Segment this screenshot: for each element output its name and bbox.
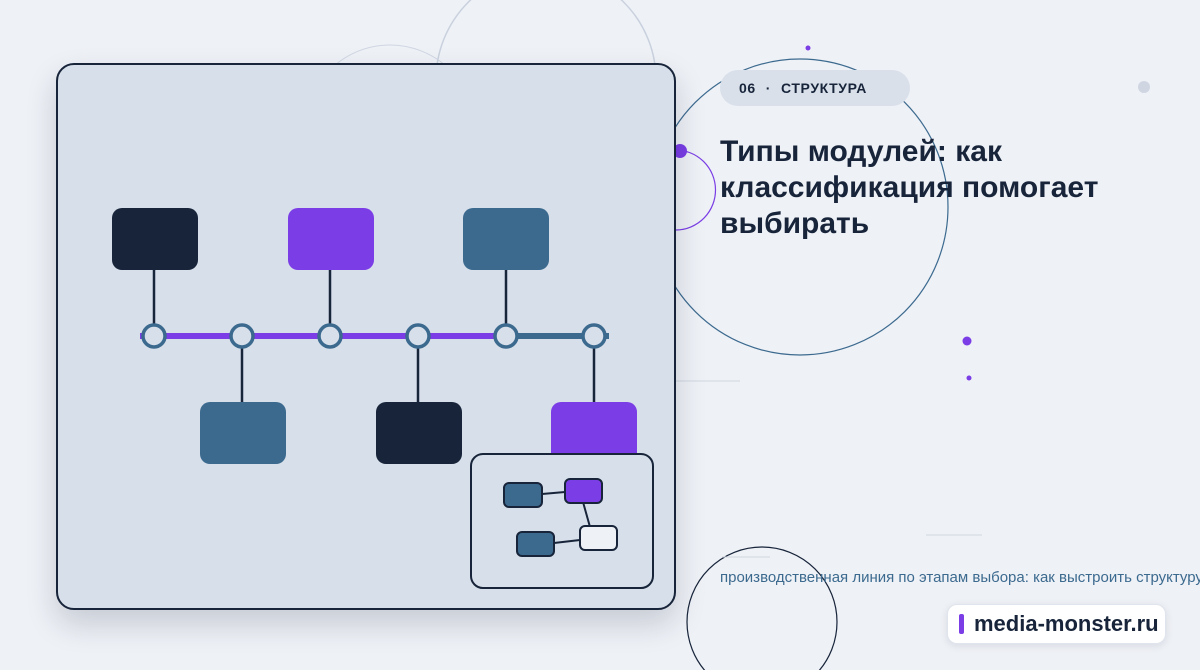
stage-block-blue: [200, 402, 286, 464]
section-separator: ·: [765, 80, 772, 96]
section-tag: 06 · СТРУКТУРА: [720, 70, 910, 106]
stage-block-purple: [288, 208, 374, 270]
timeline-node: [229, 323, 255, 349]
stage-block-blue: [463, 208, 549, 270]
deco-dot: [962, 336, 972, 346]
timeline-node: [405, 323, 431, 349]
deco-dot: [1138, 81, 1150, 93]
deco-circle-bottom: [686, 546, 838, 670]
production-line-illustration: [112, 208, 654, 589]
inset-block-light: [579, 525, 618, 551]
section-label: СТРУКТУРА: [781, 80, 867, 96]
timeline-node: [317, 323, 343, 349]
timeline-node: [581, 323, 607, 349]
brand-badge[interactable]: media-monster.ru: [947, 604, 1166, 644]
inset-block-blue: [516, 531, 555, 557]
timeline-node: [141, 323, 167, 349]
deco-arc-purple: [674, 149, 717, 231]
article-caption: производственная линия по этапам выбора:…: [720, 569, 1200, 586]
section-number: 06: [739, 80, 756, 96]
stage-block-purple: [551, 402, 637, 464]
stage-block-navy: [376, 402, 462, 464]
deco-dot: [673, 144, 687, 158]
illustration-panel: [56, 63, 676, 610]
deco-dot: [805, 45, 811, 51]
brand-name: media-monster.ru: [974, 611, 1159, 636]
article-title: Типы модулей: как классификация помогает…: [720, 135, 1099, 240]
stage-block-navy: [112, 208, 198, 270]
inset-connector: [553, 539, 581, 544]
inset-block-purple: [564, 478, 603, 504]
deco-dot: [966, 375, 972, 381]
inset-connector: [582, 501, 591, 528]
inset-block-blue: [503, 482, 543, 508]
inset-connector: [541, 491, 566, 495]
inset-card: [470, 453, 654, 589]
timeline-node: [493, 323, 519, 349]
brand-accent-bar: [959, 614, 964, 634]
